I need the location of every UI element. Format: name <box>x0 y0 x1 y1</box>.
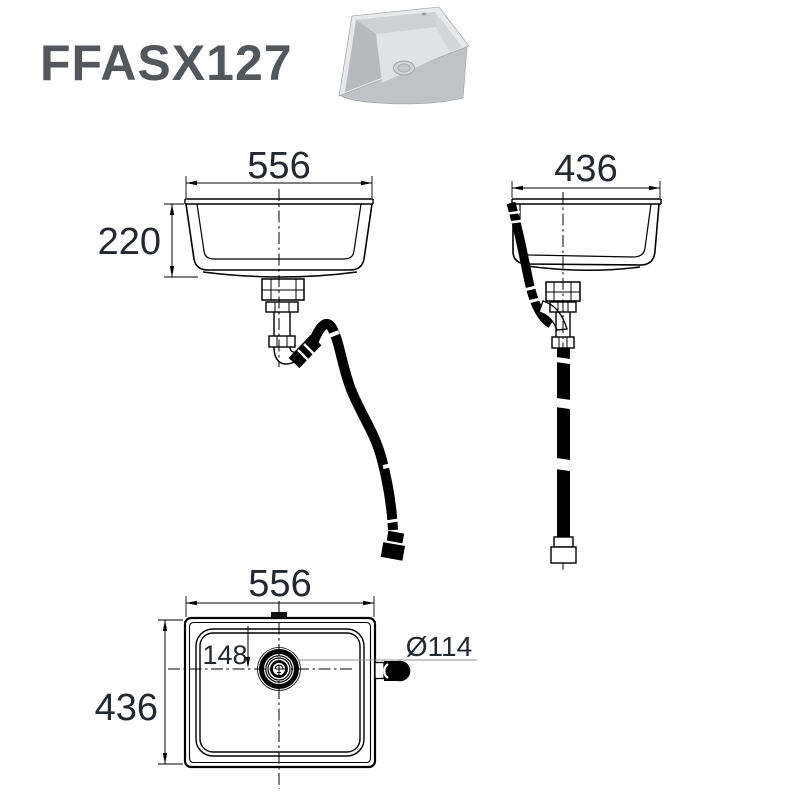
front-drain-hose <box>288 319 406 561</box>
top-drain-offset-label: 148 <box>202 640 247 670</box>
front-width-label: 556 <box>247 145 310 187</box>
top-dim-width: 556 <box>185 563 375 617</box>
side-drain-hose <box>550 348 577 564</box>
side-sink-outline <box>511 198 662 272</box>
sink-render-overflow-mark <box>421 12 427 16</box>
side-view: 436 <box>503 148 662 572</box>
top-depth-label: 436 <box>95 687 158 729</box>
top-view: 556 436 <box>95 563 477 789</box>
sink-render-drain-inner <box>397 63 411 73</box>
front-height-label: 220 <box>98 221 161 263</box>
side-hose-end-fitting <box>550 536 577 564</box>
top-overflow-tab <box>271 612 287 618</box>
top-width-label: 556 <box>248 563 311 605</box>
side-dim-depth: 436 <box>511 148 661 198</box>
front-dim-width: 556 <box>185 145 373 198</box>
sink-render-back-wall <box>356 12 436 34</box>
front-drain-assembly <box>261 278 305 365</box>
top-dim-depth: 436 <box>95 619 183 765</box>
top-dim-drain-diameter: Ø114 <box>298 631 477 662</box>
front-dim-height: 220 <box>98 203 198 278</box>
sink-render-right-wall <box>435 12 462 52</box>
front-view: 556 220 <box>98 145 406 561</box>
product-model-title: FFASX127 <box>40 35 293 91</box>
top-drain <box>257 647 301 691</box>
top-drain-lever <box>374 660 411 682</box>
top-drain-diameter-label: Ø114 <box>406 631 472 662</box>
front-hose-end-fitting <box>380 530 406 561</box>
side-depth-label: 436 <box>554 148 617 190</box>
product-photo <box>338 6 470 105</box>
top-dim-drain-offset: 148 <box>202 626 251 670</box>
